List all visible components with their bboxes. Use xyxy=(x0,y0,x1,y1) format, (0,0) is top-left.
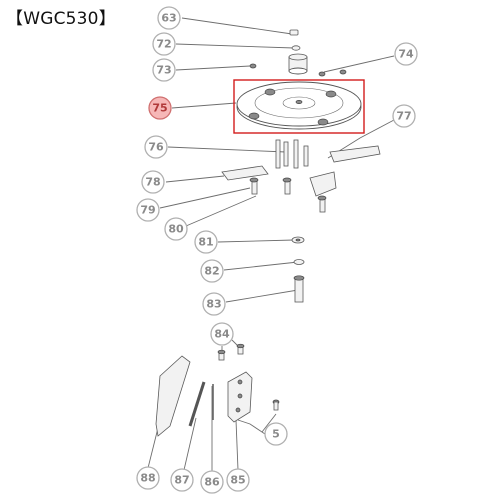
svg-text:81: 81 xyxy=(198,236,213,249)
part-88-bracket xyxy=(155,355,191,437)
callout-87: 87 xyxy=(170,468,194,492)
callout-76: 76 xyxy=(144,135,168,159)
highlight-box xyxy=(233,79,365,134)
callout-83: 83 xyxy=(202,292,226,316)
part-85-mount-plate xyxy=(227,371,253,423)
part-63-pin xyxy=(289,29,299,36)
svg-text:83: 83 xyxy=(206,298,221,311)
part-81-washer xyxy=(291,236,305,244)
svg-text:82: 82 xyxy=(204,265,219,278)
callout-79: 79 xyxy=(136,198,160,222)
part-5-screw xyxy=(272,399,280,411)
svg-text:79: 79 xyxy=(140,204,155,217)
svg-text:76: 76 xyxy=(148,141,164,154)
part-72-washer xyxy=(291,45,301,51)
callout-5: 5 xyxy=(264,422,288,446)
part-83-bolt xyxy=(293,275,305,303)
callout-88: 88 xyxy=(136,466,160,490)
svg-text:74: 74 xyxy=(398,48,414,61)
part-73-nuts xyxy=(249,63,347,77)
part-84-screws xyxy=(217,343,245,361)
callout-72: 72 xyxy=(152,32,176,56)
callout-78: 78 xyxy=(141,170,165,194)
svg-text:84: 84 xyxy=(214,328,230,341)
callout-82: 82 xyxy=(200,259,224,283)
svg-text:85: 85 xyxy=(230,474,245,487)
callout-85: 85 xyxy=(226,468,250,492)
diagram-title: 【WGC530】 xyxy=(6,9,116,29)
part-82-lockwasher xyxy=(293,259,305,265)
part-78-blades xyxy=(221,145,381,197)
part-87-rod xyxy=(188,381,206,427)
callout-81: 81 xyxy=(194,230,218,254)
callout-73: 73 xyxy=(152,58,176,82)
svg-text:75: 75 xyxy=(152,102,167,115)
callout-63: 63 xyxy=(157,6,181,30)
svg-text:72: 72 xyxy=(156,38,171,51)
part-79-bolts xyxy=(249,177,327,213)
callout-74: 74 xyxy=(394,42,418,66)
svg-text:5: 5 xyxy=(272,428,280,441)
leader-lines xyxy=(147,17,395,472)
callout-86: 86 xyxy=(200,470,224,494)
part-76-77-bolts xyxy=(275,139,309,169)
svg-text:87: 87 xyxy=(174,474,189,487)
svg-text:77: 77 xyxy=(396,110,411,123)
callout-77: 77 xyxy=(392,104,416,128)
svg-text:86: 86 xyxy=(204,476,220,489)
svg-text:78: 78 xyxy=(145,176,160,189)
part-74-boss xyxy=(288,53,308,75)
callout-80: 80 xyxy=(164,217,188,241)
svg-text:80: 80 xyxy=(168,223,184,236)
svg-text:88: 88 xyxy=(140,472,155,485)
svg-text:63: 63 xyxy=(161,12,176,25)
callouts: 63 72 73 74 75 76 77 78 79 80 81 82 83 8… xyxy=(136,6,418,494)
part-75-blade-plate xyxy=(236,81,362,130)
svg-text:73: 73 xyxy=(156,64,171,77)
callout-75: 75 xyxy=(148,96,172,120)
callout-84: 84 xyxy=(210,322,234,346)
